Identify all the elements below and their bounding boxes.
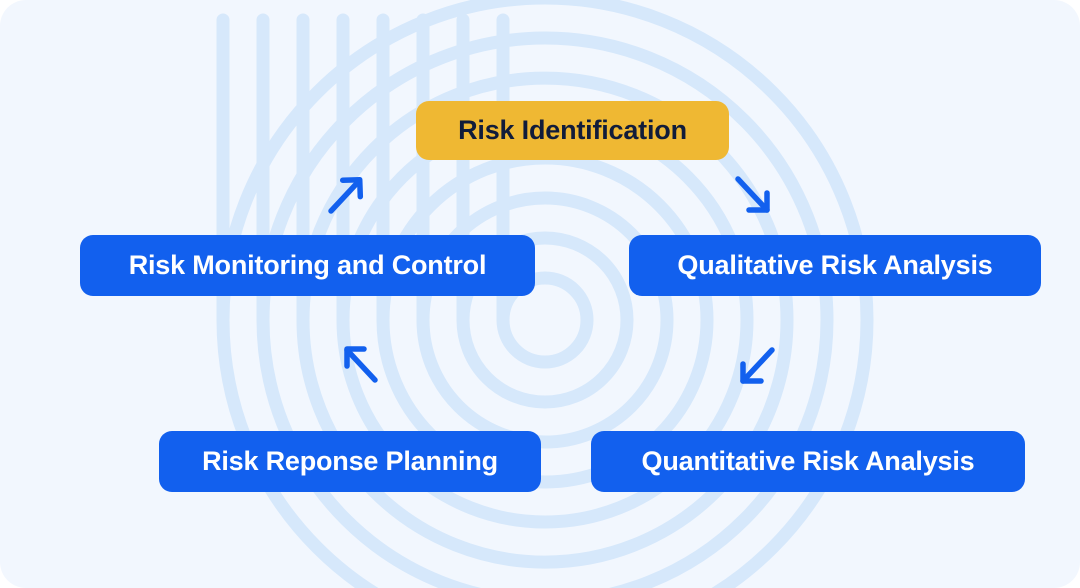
- node-risk-identification[interactable]: Risk Identification: [416, 101, 729, 160]
- node-label: Quantitative Risk Analysis: [641, 446, 975, 476]
- node-risk-monitoring-and-control[interactable]: Risk Monitoring and Control: [80, 235, 535, 296]
- arrow-up-left-icon: [344, 346, 378, 383]
- node-quantitative-risk-analysis[interactable]: Quantitative Risk Analysis: [591, 431, 1025, 492]
- node-label: Risk Monitoring and Control: [128, 250, 487, 280]
- ring-arc-2: [456, 13, 634, 409]
- arrow-down-right-icon: [735, 176, 770, 213]
- node-label: Risk Identification: [458, 115, 687, 145]
- arrow-down-left-icon: [740, 347, 775, 384]
- ring-arc-3: [416, 13, 674, 449]
- ring-arc-1: [496, 13, 594, 369]
- arrow-up-right-icon: [328, 176, 364, 214]
- node-qualitative-risk-analysis[interactable]: Qualitative Risk Analysis: [629, 235, 1041, 296]
- node-risk-reponse-planning[interactable]: Risk Reponse Planning: [159, 431, 541, 492]
- node-label: Qualitative Risk Analysis: [677, 250, 993, 280]
- node-label: Risk Reponse Planning: [202, 446, 498, 476]
